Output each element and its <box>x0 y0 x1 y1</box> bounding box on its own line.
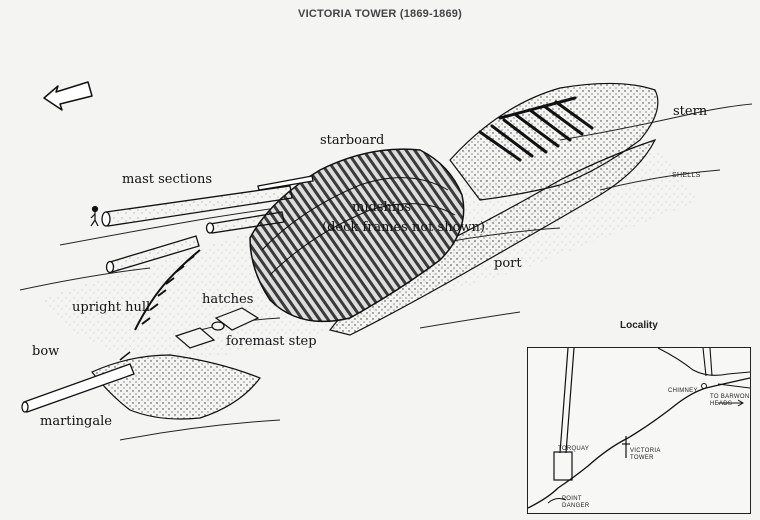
label-hatches: hatches <box>202 292 254 307</box>
hatches <box>174 307 260 349</box>
label-bow: bow <box>32 344 60 359</box>
locality-map: CHIMNEY TO BARWON HEADS TORQUAY VICTORIA… <box>527 347 751 514</box>
label-stern: stern <box>673 104 708 119</box>
locality-map-drawing <box>528 348 750 509</box>
locality-title: Locality <box>620 320 658 331</box>
upright-hull <box>134 249 201 331</box>
label-martingale: martingale <box>40 414 112 429</box>
place-point-danger: POINT DANGER <box>562 496 590 509</box>
place-to-barwon-heads: TO BARWON HEADS <box>710 394 750 407</box>
label-midships: midships <box>352 200 412 215</box>
north-arrow-icon <box>43 81 93 111</box>
label-mast-sections: mast sections <box>122 172 213 187</box>
place-torquay: TORQUAY <box>558 446 590 452</box>
label-starboard: starboard <box>320 133 385 148</box>
bow-section <box>91 354 261 420</box>
label-port: port <box>494 256 522 271</box>
place-victoria-tower: VICTORIA TOWER <box>630 448 661 461</box>
label-foremast-step: foremast step <box>226 334 317 349</box>
label-shells: SHELLS <box>672 172 701 179</box>
mast-sections <box>101 175 314 274</box>
midships-frames <box>249 148 465 323</box>
martingale-spar <box>21 363 135 413</box>
page-title: VICTORIA TOWER (1869-1869) <box>298 8 462 20</box>
label-deck-frames-note: (deck frames not shown) <box>322 220 485 235</box>
place-chimney: CHIMNEY <box>668 388 698 394</box>
stern-ribs <box>478 96 594 162</box>
person-scale-icon <box>90 205 99 227</box>
label-upright-hull: upright hull <box>72 300 151 315</box>
